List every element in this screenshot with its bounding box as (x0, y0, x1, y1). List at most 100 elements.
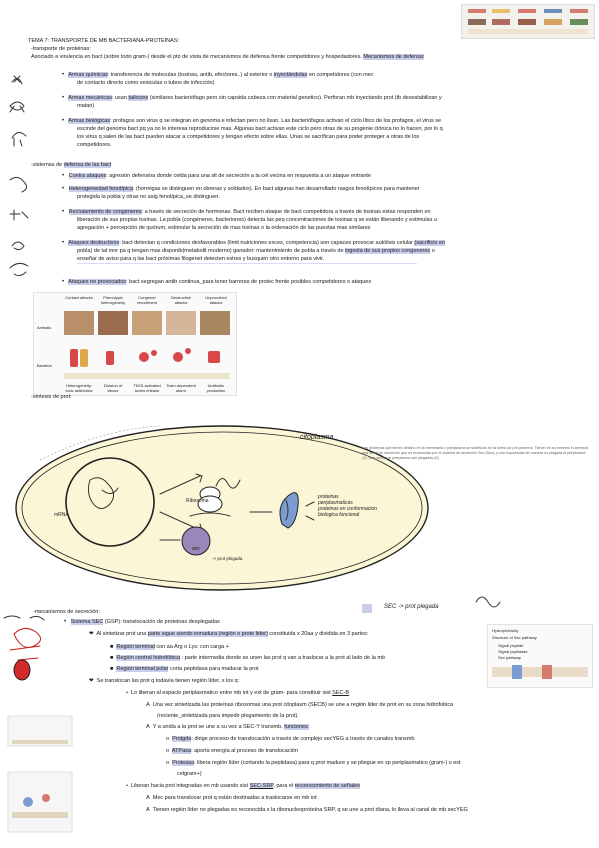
cell-label-inner2: periplasmaticas (318, 500, 353, 506)
sec-title: • Sistema SEC (GSP): translocación de pr… (64, 619, 220, 625)
thumbnail-figure (468, 9, 588, 34)
cell-caption: Las proteínas que tienen destino en la m… (362, 446, 589, 460)
sec-part-2: ■ Región central hidrofóbica : parte int… (110, 655, 385, 661)
sec-b-hl2: reconocimiento de señales (294, 783, 360, 789)
label-destructivos: Ataques destructivos (68, 240, 120, 246)
label-armas-quimicas: Armas químicas (68, 72, 108, 78)
sec-part-3-hl: Región terminal polar (116, 666, 169, 672)
sec-part-3-text: corta peptidasa para madurar la prot (170, 666, 259, 672)
text-destructivos: : bact detectan q condiciones desfavorab… (119, 240, 413, 246)
fig-caption: Antibiotic production (206, 383, 226, 393)
fig-illustrations (64, 311, 230, 379)
sec-title-text: (GSP): translocación de proteinas desple… (104, 619, 220, 625)
fig-col-header: Destructive attacks (170, 295, 191, 305)
mini-figure-right: Hydrophobicity Structure of Sec pathway … (487, 624, 593, 688)
sec-l1a: Al sintetizar prot una (96, 631, 147, 637)
note-box (362, 604, 372, 613)
sec-line1: ❤ Al sintetizar prot una parte sigue sie… (89, 631, 369, 637)
sec-fn-1: o Protgda: dirige proceso de translocaci… (166, 736, 415, 742)
cell-label-inner1: proteinas (318, 494, 339, 500)
sec-a-hl: SEC-B (332, 690, 350, 696)
intro-heading: -transporte de proteinas: (31, 46, 91, 52)
fig-col-header: Contact attacks (65, 295, 93, 300)
intro-text: Asociado a virulencia en bact (sobre tod… (31, 54, 424, 61)
sec-b-sub-2-text: Tienen región líder no plegadas es recon… (152, 807, 468, 813)
label-ingesta: ingesta de sus propios congeneres (345, 248, 431, 254)
sec-b-sub-2: A Tienen región líder no plegadas es rec… (146, 807, 468, 813)
fig-col-header: Congener recruitment (136, 295, 157, 305)
alarm-hetero-cont: protegida la pobla y otras no asig fenot… (77, 194, 220, 200)
cell-label-ribosome: Ribosoma (186, 498, 209, 504)
sec-a-sub-1: A Una vez sintetizada las proteínas ribo… (146, 702, 454, 708)
alarm-item-destructivos: • Ataques destructivos: bact detectan q … (62, 240, 446, 246)
margin-doodles (9, 75, 27, 147)
sec-fn-3-hl: Proteasa (172, 760, 195, 766)
sec-a: • Lo liberan al espacio periplasmatico e… (126, 690, 350, 696)
text-reclutamiento: : a través de secreción de hormonas. Bac… (141, 209, 431, 215)
fig-col-header: Unprovoked attacks (205, 295, 227, 305)
defense-biological-cont2: los virus q salen de las bact pueden ata… (77, 134, 420, 140)
cell-diagram (15, 425, 429, 591)
sec-part-1-hl: Región terminal (116, 644, 155, 650)
fig-row-label-animals: Animals (37, 325, 52, 330)
sec-part-1: ■ Región terminal con aa Arg o Lys: con … (110, 644, 229, 650)
sec-b: • Liberan hacia prot integradas en mb us… (126, 783, 360, 789)
text-armas-quimicas-2: en competidores (con mec (308, 72, 374, 78)
label-no-provocados: Ataques no provocados (68, 279, 127, 285)
sec-l1c: constituida x 20aa y dividida en 3 parte… (269, 631, 369, 637)
alarm-destr-cont: pobla) de tal mnr pa q tengan mas dispon… (77, 248, 435, 255)
page-title: TEMA 7: TRANSPORTE DE MB BACTERIANA-PROT… (28, 38, 180, 44)
mini-figure-label: Structure of Sec pathway (492, 635, 537, 640)
intro-text-a: Asociado a virulencia en bact (sobre tod… (31, 54, 362, 60)
label-reclutamiento: Reclutamiento de congéneres (68, 209, 142, 215)
margin-doodles-2 (9, 176, 29, 277)
defense-mechanical-cont: matan) (77, 103, 95, 109)
alarm-heading: -sistemas de defensa de las bact (31, 162, 111, 169)
alarm-destr-cont-text: pobla) de tal mnr pa q tengan mas dispon… (77, 248, 344, 254)
sec-part-3: ■ Región terminal polar corta peptidasa … (110, 666, 259, 672)
cell-label-inner4: biologica funcional (318, 512, 360, 518)
cell-label-sec: sec (192, 546, 200, 552)
alarm-item-hetero: • Heterogeneidad fenotípica: (hormigas s… (62, 186, 420, 192)
defense-biological-cont: escinde del genoma bact pq ya no le inte… (77, 126, 443, 132)
sec-fn-3-cont: celgram+) (177, 771, 202, 777)
fig-row-label-bacteria: Bacteria (37, 363, 52, 368)
label-armas-mecanicas: Armas mecánicas (68, 95, 112, 101)
label-armas-biologicas: Armas biológicas (68, 118, 111, 124)
text-armas-mecanicas: : usan (111, 95, 127, 101)
sec-b-sub-1-text: Mec para translocar prot q están destina… (152, 795, 317, 801)
mini-figure-title: Hydrophobicity (492, 628, 519, 633)
handwritten-note: SEC -> prot plegada (384, 604, 439, 610)
sec-a-sub-2: A Y a unida a la prot se une a su vez a … (146, 724, 310, 730)
sec-a-sub-2-text: Y a unida a la prot se une a su vez a SE… (152, 724, 283, 730)
label-contra-ataques: Contra ataques (68, 173, 107, 179)
mini-figure-item: Sec pathway (498, 655, 521, 660)
sec-fn-1-hl: Protgda (172, 736, 192, 742)
cell-label-right: proteinas periplasmaticas proteinas en c… (318, 494, 377, 518)
text-armas-biologicas: : profagos son virus q se integran en ge… (110, 118, 442, 124)
sec-part-2-text: : parte intermedia donde se unen las pro… (181, 655, 385, 661)
alarm-item-reclutamiento: • Reclutamiento de congéneres: a través … (62, 209, 431, 215)
defense-item-biological: • Armas biológicas: profagos son virus q… (62, 118, 442, 124)
mini-figure-item: Signal peptide (498, 643, 524, 648)
sec-fn-2-text: : aporta energía al proceso de transloca… (190, 748, 298, 754)
alarm-item-contra: • Contra ataques: agresión defensiva don… (62, 173, 371, 179)
red-sketch (3, 615, 45, 681)
highlight-underline (77, 263, 417, 264)
alarm-heading-hl: defensa de las bact (63, 162, 112, 168)
sec-l1b: parte sigue siendo inmadura (región o pr… (147, 631, 268, 637)
sec-b-hl: SEC-SRP (249, 783, 274, 789)
alarm-destr-cont2: o (431, 248, 435, 254)
mini-figure-item: Signal peptidase (498, 649, 528, 654)
intro-text-b: Mecanismos de defensa: (363, 54, 425, 60)
sec-b-text: Liberan hacia prot integradas en mb usan… (130, 783, 248, 789)
alarm-heading-text: -sistemas de (31, 162, 63, 168)
label-heterogeneidad: Heterogeneidad fenotípica (68, 186, 133, 192)
sec-fn-2: o ATPasa: aporta energía al proceso de t… (166, 748, 298, 754)
secretion-heading: -mecanismos de secreción: (33, 609, 100, 615)
right-doodle (475, 596, 501, 608)
comparison-figure: Contact attacks Phenotypic heterogeneity… (33, 292, 237, 396)
cell-label-cytoplasm: citoplasma (300, 434, 334, 441)
sec-fn-1-text: : dirige proceso de translocación a trav… (191, 736, 415, 742)
alarm-item-noprovocados: • Ataques no provocados: bact segregan a… (62, 279, 372, 285)
